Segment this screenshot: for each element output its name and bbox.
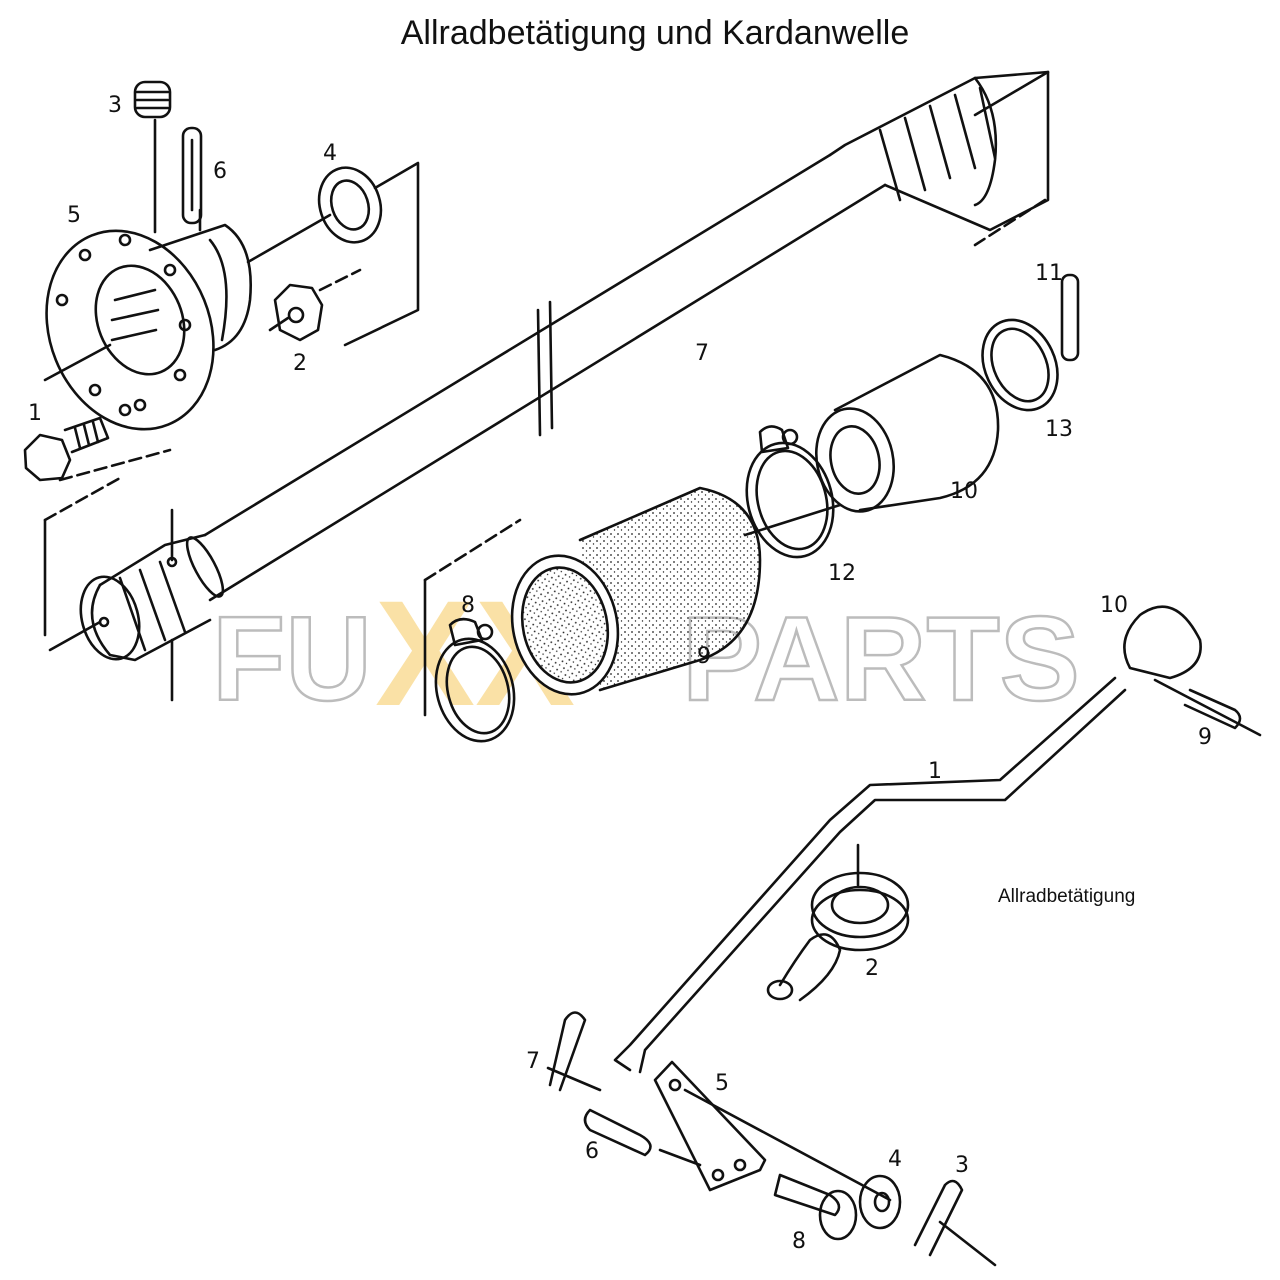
hose-clamp-front <box>434 617 516 743</box>
callout-act-5: 5 <box>715 1071 729 1096</box>
callout-shaft-10: 10 <box>950 479 978 504</box>
hex-bolt <box>23 403 132 482</box>
cotter-pin-left <box>548 1011 587 1092</box>
splined-coupling <box>814 353 1000 513</box>
callout-shaft-11: 11 <box>1035 261 1063 286</box>
bracket-plate <box>653 1060 892 1202</box>
flange <box>43 118 332 431</box>
callout-shaft-7: 7 <box>695 341 709 366</box>
bushing <box>546 1066 702 1167</box>
cotter-pin-right <box>913 1179 997 1267</box>
spring-pin <box>1060 273 1080 362</box>
callout-shaft-3: 3 <box>108 93 122 118</box>
callout-act-2: 2 <box>865 956 879 981</box>
nut <box>268 283 324 342</box>
callout-act-1: 1 <box>928 759 942 784</box>
cardan-shaft <box>43 70 1050 702</box>
callout-shaft-13: 13 <box>1045 417 1073 442</box>
callout-act-7: 7 <box>526 1049 540 1074</box>
sleeve <box>510 486 762 696</box>
callouts-actuation: 1 2 3 4 5 6 7 8 9 10 <box>526 593 1212 1254</box>
callout-shaft-6: 6 <box>213 159 227 184</box>
small-washer <box>858 1174 902 1230</box>
callout-act-8: 8 <box>792 1229 806 1254</box>
set-screw <box>133 80 172 119</box>
circlip <box>981 318 1059 412</box>
hose-clamp-rear <box>745 425 835 559</box>
callout-shaft-12: 12 <box>828 561 856 586</box>
callout-shaft-4: 4 <box>323 141 337 166</box>
section-subtitle: Allradbetätigung <box>998 886 1136 907</box>
callout-shaft-8: 8 <box>461 593 475 618</box>
callout-act-3: 3 <box>955 1153 969 1178</box>
callout-act-9: 9 <box>1198 725 1212 750</box>
page-title: Allradbetätigung und Kardanwelle <box>400 14 910 52</box>
callout-act-4: 4 <box>888 1147 902 1172</box>
washer <box>317 166 383 244</box>
watermark-left: FU <box>212 592 372 726</box>
clevis-pin <box>773 1173 858 1241</box>
callouts-shaft: 1 2 3 4 5 6 7 8 9 10 11 12 13 <box>28 93 1073 669</box>
callout-shaft-1: 1 <box>28 401 42 426</box>
callout-shaft-2: 2 <box>293 351 307 376</box>
actuation-lever <box>613 605 1262 1074</box>
roll-pin <box>181 126 203 225</box>
callout-shaft-9: 9 <box>697 644 711 669</box>
callout-act-6: 6 <box>585 1139 599 1164</box>
callout-shaft-5: 5 <box>67 203 81 228</box>
callout-act-10: 10 <box>1100 593 1128 618</box>
rubber-boot <box>766 843 910 1002</box>
